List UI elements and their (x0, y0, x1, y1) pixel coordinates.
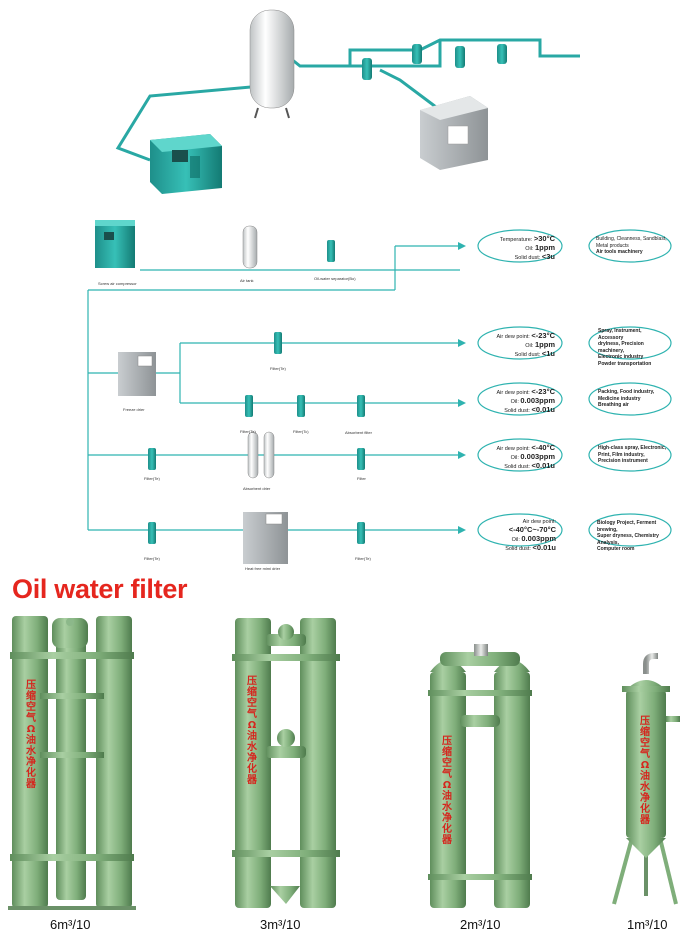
flow-arrows (458, 242, 466, 534)
air-tank-icon (242, 225, 258, 269)
filter-label: Filter (357, 476, 366, 481)
filter-label: Filter(Te) (144, 476, 160, 481)
absorbent-drier-label: Absorbent drier (243, 486, 271, 491)
spec-block-1: Temperature: >30°C Oil: 1ppm Solid dust:… (499, 234, 555, 261)
oil-water-sep-label: Oil-water separator(Bo) (314, 276, 356, 281)
air-tank-label: Air tank (240, 278, 254, 283)
capacity-label-6m3: 6m³/10 (50, 917, 91, 932)
filter-label: Filter(Te) (144, 556, 160, 561)
filters-3d (362, 44, 507, 80)
use-block-3: Packing, Food industry, Medicine industr… (598, 389, 655, 408)
spec-ellipses (477, 229, 563, 547)
compressor-3d (150, 134, 222, 194)
filter-icons (148, 240, 365, 544)
spec-block-2: Air dew point: <-23°C Oil: 1ppm Solid du… (496, 331, 556, 358)
spec-block-4: Air dew point: <-40°C Oil: 0.003ppm Soli… (496, 443, 556, 470)
use-block-1: Building, Cleanness, Sandblast, Metal pr… (596, 236, 667, 255)
page-title: Oil water filter (12, 574, 188, 604)
system-illustration (115, 9, 580, 194)
freeze-drier-icon (118, 352, 156, 396)
heat-free-drier-label: Heat free mimi drier (245, 566, 281, 571)
capacity-label-3m3: 3m³/10 (260, 917, 301, 932)
capacity-label-2m3: 2m³/10 (460, 917, 501, 932)
compressor-icon (95, 220, 135, 268)
use-block-4: High-class spray, Electronic, Print, Fil… (598, 445, 666, 464)
pipe-network (115, 38, 580, 162)
absorbent-drier-icon (247, 431, 275, 479)
flow-lines (87, 269, 460, 531)
filter-label: Filter(Te) (240, 429, 256, 434)
spec-block-5: Air dew point: <-40°C~-70°C Oil: 0.003pp… (505, 519, 556, 552)
absorbent-filter-label: Absorbent filter (345, 430, 372, 435)
heat-free-drier-icon (243, 512, 288, 564)
flow-diagram (87, 220, 672, 564)
use-block-2: Spray, Instrument, Accessory drylness, P… (598, 328, 652, 367)
filter-label: Filter(Te) (355, 556, 371, 561)
freeze-drier-label: Freeze drier (123, 407, 145, 412)
spec-block-3: Air dew point: <-23°C Oil: 0.003ppm Soli… (496, 387, 556, 414)
use-block-5: Biology Project, Ferment brewing, Super … (597, 520, 659, 552)
filter-label: Filter(Te) (270, 366, 286, 371)
freeze-drier-3d (420, 96, 488, 170)
capacity-label-1m3: 1m³/10 (627, 917, 668, 932)
air-tank-3d (249, 9, 295, 119)
compressor-label: Screw air compressor (98, 281, 137, 286)
filter-label: Filter(Tc) (293, 429, 309, 434)
use-ellipses (588, 229, 672, 547)
